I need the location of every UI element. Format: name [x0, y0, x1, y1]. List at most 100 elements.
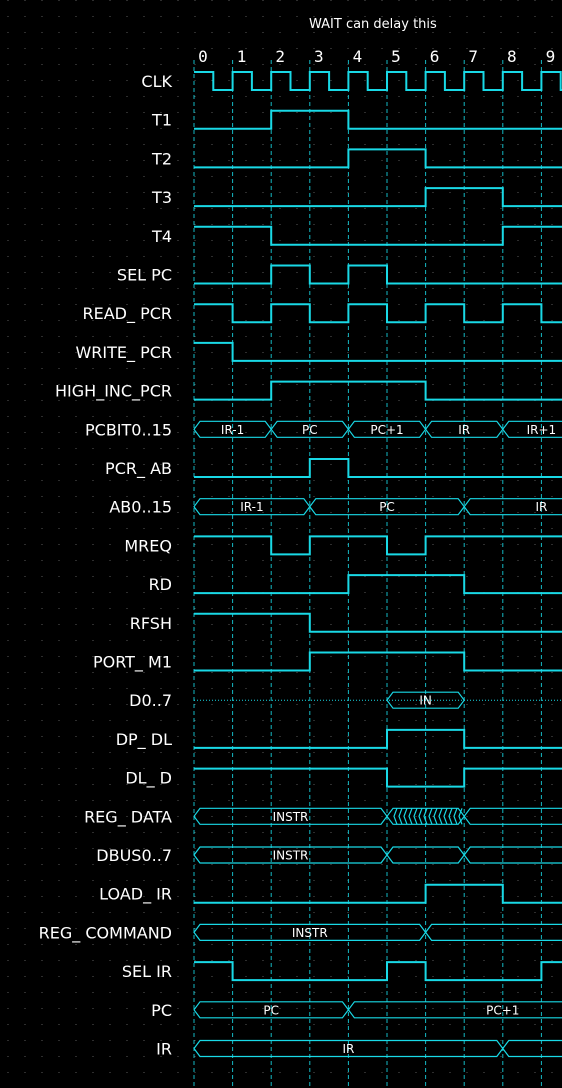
dot-grid	[7, 0, 553, 1088]
bus-segment	[386, 691, 465, 709]
tick-labels: 0123456789ABCDEF01	[198, 47, 556, 66]
tick-label: 6	[430, 47, 440, 66]
signal-label: DP_ DL	[116, 730, 172, 750]
cycle-markers	[193, 60, 542, 1088]
bus-hatch	[443, 808, 448, 825]
signal-label: REG_ DATA	[84, 807, 172, 827]
signal-label: READ_ PCR	[82, 304, 172, 324]
signal-label: RFSH	[130, 614, 172, 633]
bus-hatch	[453, 808, 458, 825]
waveform	[194, 264, 562, 285]
bus-hatch	[448, 808, 453, 825]
signal-row: D0..7ININ	[129, 691, 562, 710]
signal-row: T1	[151, 109, 562, 130]
waveform	[194, 961, 562, 982]
signal-label: DBUS0..7	[96, 846, 172, 865]
waveform	[194, 303, 562, 324]
bus-value: PC+1	[486, 1003, 519, 1017]
bus-hatch	[458, 808, 463, 825]
signal-label: PC	[151, 1001, 172, 1020]
signal-label: D0..7	[129, 691, 172, 710]
waveform	[194, 380, 562, 401]
signal-label: AB0..15	[109, 498, 172, 517]
bus-value: IR-1	[240, 500, 263, 514]
signal-label: REG_ COMMAND	[39, 923, 172, 943]
signal-row: PORT_ M1	[93, 651, 562, 673]
tick-label: 8	[507, 47, 517, 66]
waveform	[194, 574, 562, 595]
signal-row: IRIRIR+1	[156, 1040, 562, 1059]
waveform	[194, 535, 562, 556]
signal-row: READ_ PCR	[82, 303, 562, 324]
bus-segment	[502, 420, 562, 438]
bus-hatch	[423, 808, 428, 825]
bus-value: IR-1	[221, 423, 244, 437]
signal-label: IR	[156, 1040, 172, 1059]
bus-hatch	[433, 808, 438, 825]
signal-row: DBUS0..7INSTRINSTRINSTR	[96, 846, 562, 865]
signal-row: PCBIT0..15IR-1PCPC+1IRIR+1PC+1PC+2IR+1IR…	[85, 420, 562, 439]
tick-label: 1	[237, 47, 247, 66]
signal-label: WRITE_ PCR	[75, 343, 172, 363]
signal-label: T1	[151, 111, 172, 130]
bus-segment	[502, 1039, 562, 1058]
bus-value: IR	[342, 1042, 354, 1056]
signal-label: DL_ D	[125, 769, 172, 789]
bus-segment	[424, 923, 562, 941]
wait-note: WAIT can delay this	[309, 17, 437, 32]
waveform	[194, 71, 562, 91]
signal-row: T2	[151, 148, 562, 169]
bus-value: IN	[419, 694, 432, 708]
bus-value: PC	[302, 423, 318, 437]
waveform	[194, 612, 562, 633]
signal-row: T4	[151, 225, 562, 246]
signal-label: SEL PC	[117, 266, 172, 285]
tick-label: 3	[314, 47, 324, 66]
signal-label: MREQ	[124, 536, 172, 555]
signal-row: RD	[149, 574, 562, 595]
bus-value: INSTR	[292, 926, 328, 940]
signal-label: T4	[151, 227, 172, 246]
waveform	[194, 728, 562, 749]
signal-label: SEL IR	[122, 962, 172, 981]
signal-label: PCR_ AB	[105, 459, 172, 479]
bus-value: INSTR	[273, 810, 309, 824]
signal-row: REG_ COMMANDINSTRINSTRINSTR	[39, 923, 562, 943]
signal-label: HIGH_INC_PCR	[55, 382, 172, 402]
bus-hatch	[398, 808, 403, 825]
tick-label: 7	[468, 47, 478, 66]
bus-segment	[463, 498, 562, 516]
signal-row: RFSH	[130, 612, 562, 633]
signal-row: PCR_ AB	[105, 458, 562, 479]
signal-row: HIGH_INC_PCR	[55, 380, 562, 402]
bus-value: PC+1	[370, 423, 403, 437]
waveform	[194, 225, 562, 246]
signal-label: PCBIT0..15	[85, 420, 172, 439]
waveform	[194, 187, 562, 208]
signal-label: LOAD_ IR	[99, 885, 172, 905]
signal-row: DP_ DL	[116, 728, 562, 750]
waveform	[194, 651, 562, 672]
waveform	[194, 341, 562, 362]
bus-value: INSTR	[273, 849, 309, 863]
signal-row: CLK	[141, 71, 562, 91]
waveform	[194, 767, 562, 788]
bus-segment	[347, 1001, 562, 1019]
signal-label: CLK	[141, 72, 172, 91]
tick-label: 0	[198, 47, 208, 66]
signal-row: T3	[151, 187, 562, 208]
bus-hatch	[403, 808, 408, 825]
tick-label: 5	[391, 47, 401, 66]
waveform	[194, 458, 562, 478]
signal-label: PORT_ M1	[93, 653, 172, 673]
tick-label: 9	[546, 47, 556, 66]
bus-hatch	[438, 808, 443, 825]
signal-row: MREQ	[124, 535, 562, 556]
bus-value: PC	[263, 1003, 279, 1017]
signal-label: T2	[151, 149, 172, 168]
bus-value: IR	[458, 423, 470, 437]
